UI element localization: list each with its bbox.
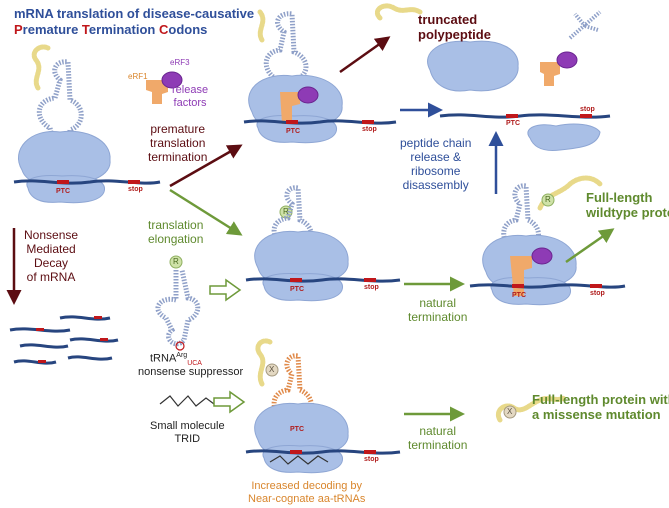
arrow-truncated [339, 36, 391, 74]
stop-label-right-top: stop [580, 106, 595, 113]
arrow-translation-elongation [169, 188, 243, 236]
erf3-bound-top [297, 86, 319, 104]
trna-top [263, 11, 309, 101]
ribosome-right [469, 175, 626, 306]
ribosome-top [243, 9, 397, 144]
peptide-left [31, 44, 51, 91]
mrna-left [13, 179, 161, 185]
missense-peptide [496, 395, 567, 423]
erf1-free [146, 80, 168, 104]
ptc-label-left: PTC [56, 188, 70, 195]
nmd-fragments [9, 315, 119, 365]
ptc-label-right-top: PTC [506, 120, 520, 127]
ribosome-left [13, 44, 161, 204]
ptc-label-middle: PTC [290, 286, 304, 293]
trna-arg-label: tRNAArgUCA [150, 352, 202, 367]
mrna-bottom [245, 449, 401, 455]
arrow-outline-suppressor [209, 278, 242, 302]
arrow-premature-termination [169, 144, 243, 188]
ptc-label-right: PTC [512, 292, 526, 299]
release-factors-free [146, 71, 183, 104]
residue-x-missense: X [507, 407, 513, 416]
mrna-right [469, 283, 626, 289]
ribosome-bottom [245, 338, 401, 474]
stop-label-bottom: stop [364, 456, 379, 463]
stop-label-right: stop [590, 290, 605, 297]
title-line1: mRNA translation of disease-causative [14, 6, 255, 21]
erf1-bound-top [280, 92, 300, 124]
ribosome-small-right [490, 277, 571, 306]
residue-r-right: R [545, 195, 551, 204]
trna-right [501, 183, 541, 273]
erf1-released [540, 62, 560, 86]
trid-molecule-free [159, 395, 215, 407]
title-line2: Premature Termination Codons [14, 22, 208, 37]
mrna-middle [245, 277, 401, 283]
residue-r-middle: R [283, 207, 289, 216]
nonsense-suppressor-label: nonsense suppressor [138, 366, 244, 378]
residue-r-suppressor: R [173, 257, 179, 266]
peptide-bottom [255, 338, 273, 387]
arrow-outline-trid [213, 390, 246, 414]
trna-released [568, 10, 602, 40]
truncated-peptide [374, 3, 423, 21]
erf1-label: eRF1 [128, 72, 148, 81]
ptc-label-bottom: PTC [290, 426, 304, 433]
erf3-free [161, 71, 183, 89]
ribosome-large-free [427, 40, 519, 92]
trid-molecule-bound [269, 455, 329, 465]
stop-label-middle: stop [364, 284, 379, 291]
residue-x-bottom: X [269, 365, 275, 374]
stop-label-top: stop [362, 126, 377, 133]
arrow-full-length [565, 228, 615, 264]
trna-left [36, 59, 84, 151]
peptide-top [257, 9, 266, 43]
near-cognate-trna [271, 353, 314, 441]
suppressor-trna [155, 255, 201, 351]
ribosome-small-free [527, 123, 601, 151]
stop-label-left: stop [128, 186, 143, 193]
ribosome-middle [245, 185, 401, 302]
ptc-label-top: PTC [286, 128, 300, 135]
ribosome-disassembled [374, 3, 611, 151]
erf3-bound-right [531, 247, 553, 265]
erf3-label: eRF3 [170, 58, 190, 67]
erf3-released [556, 51, 578, 69]
